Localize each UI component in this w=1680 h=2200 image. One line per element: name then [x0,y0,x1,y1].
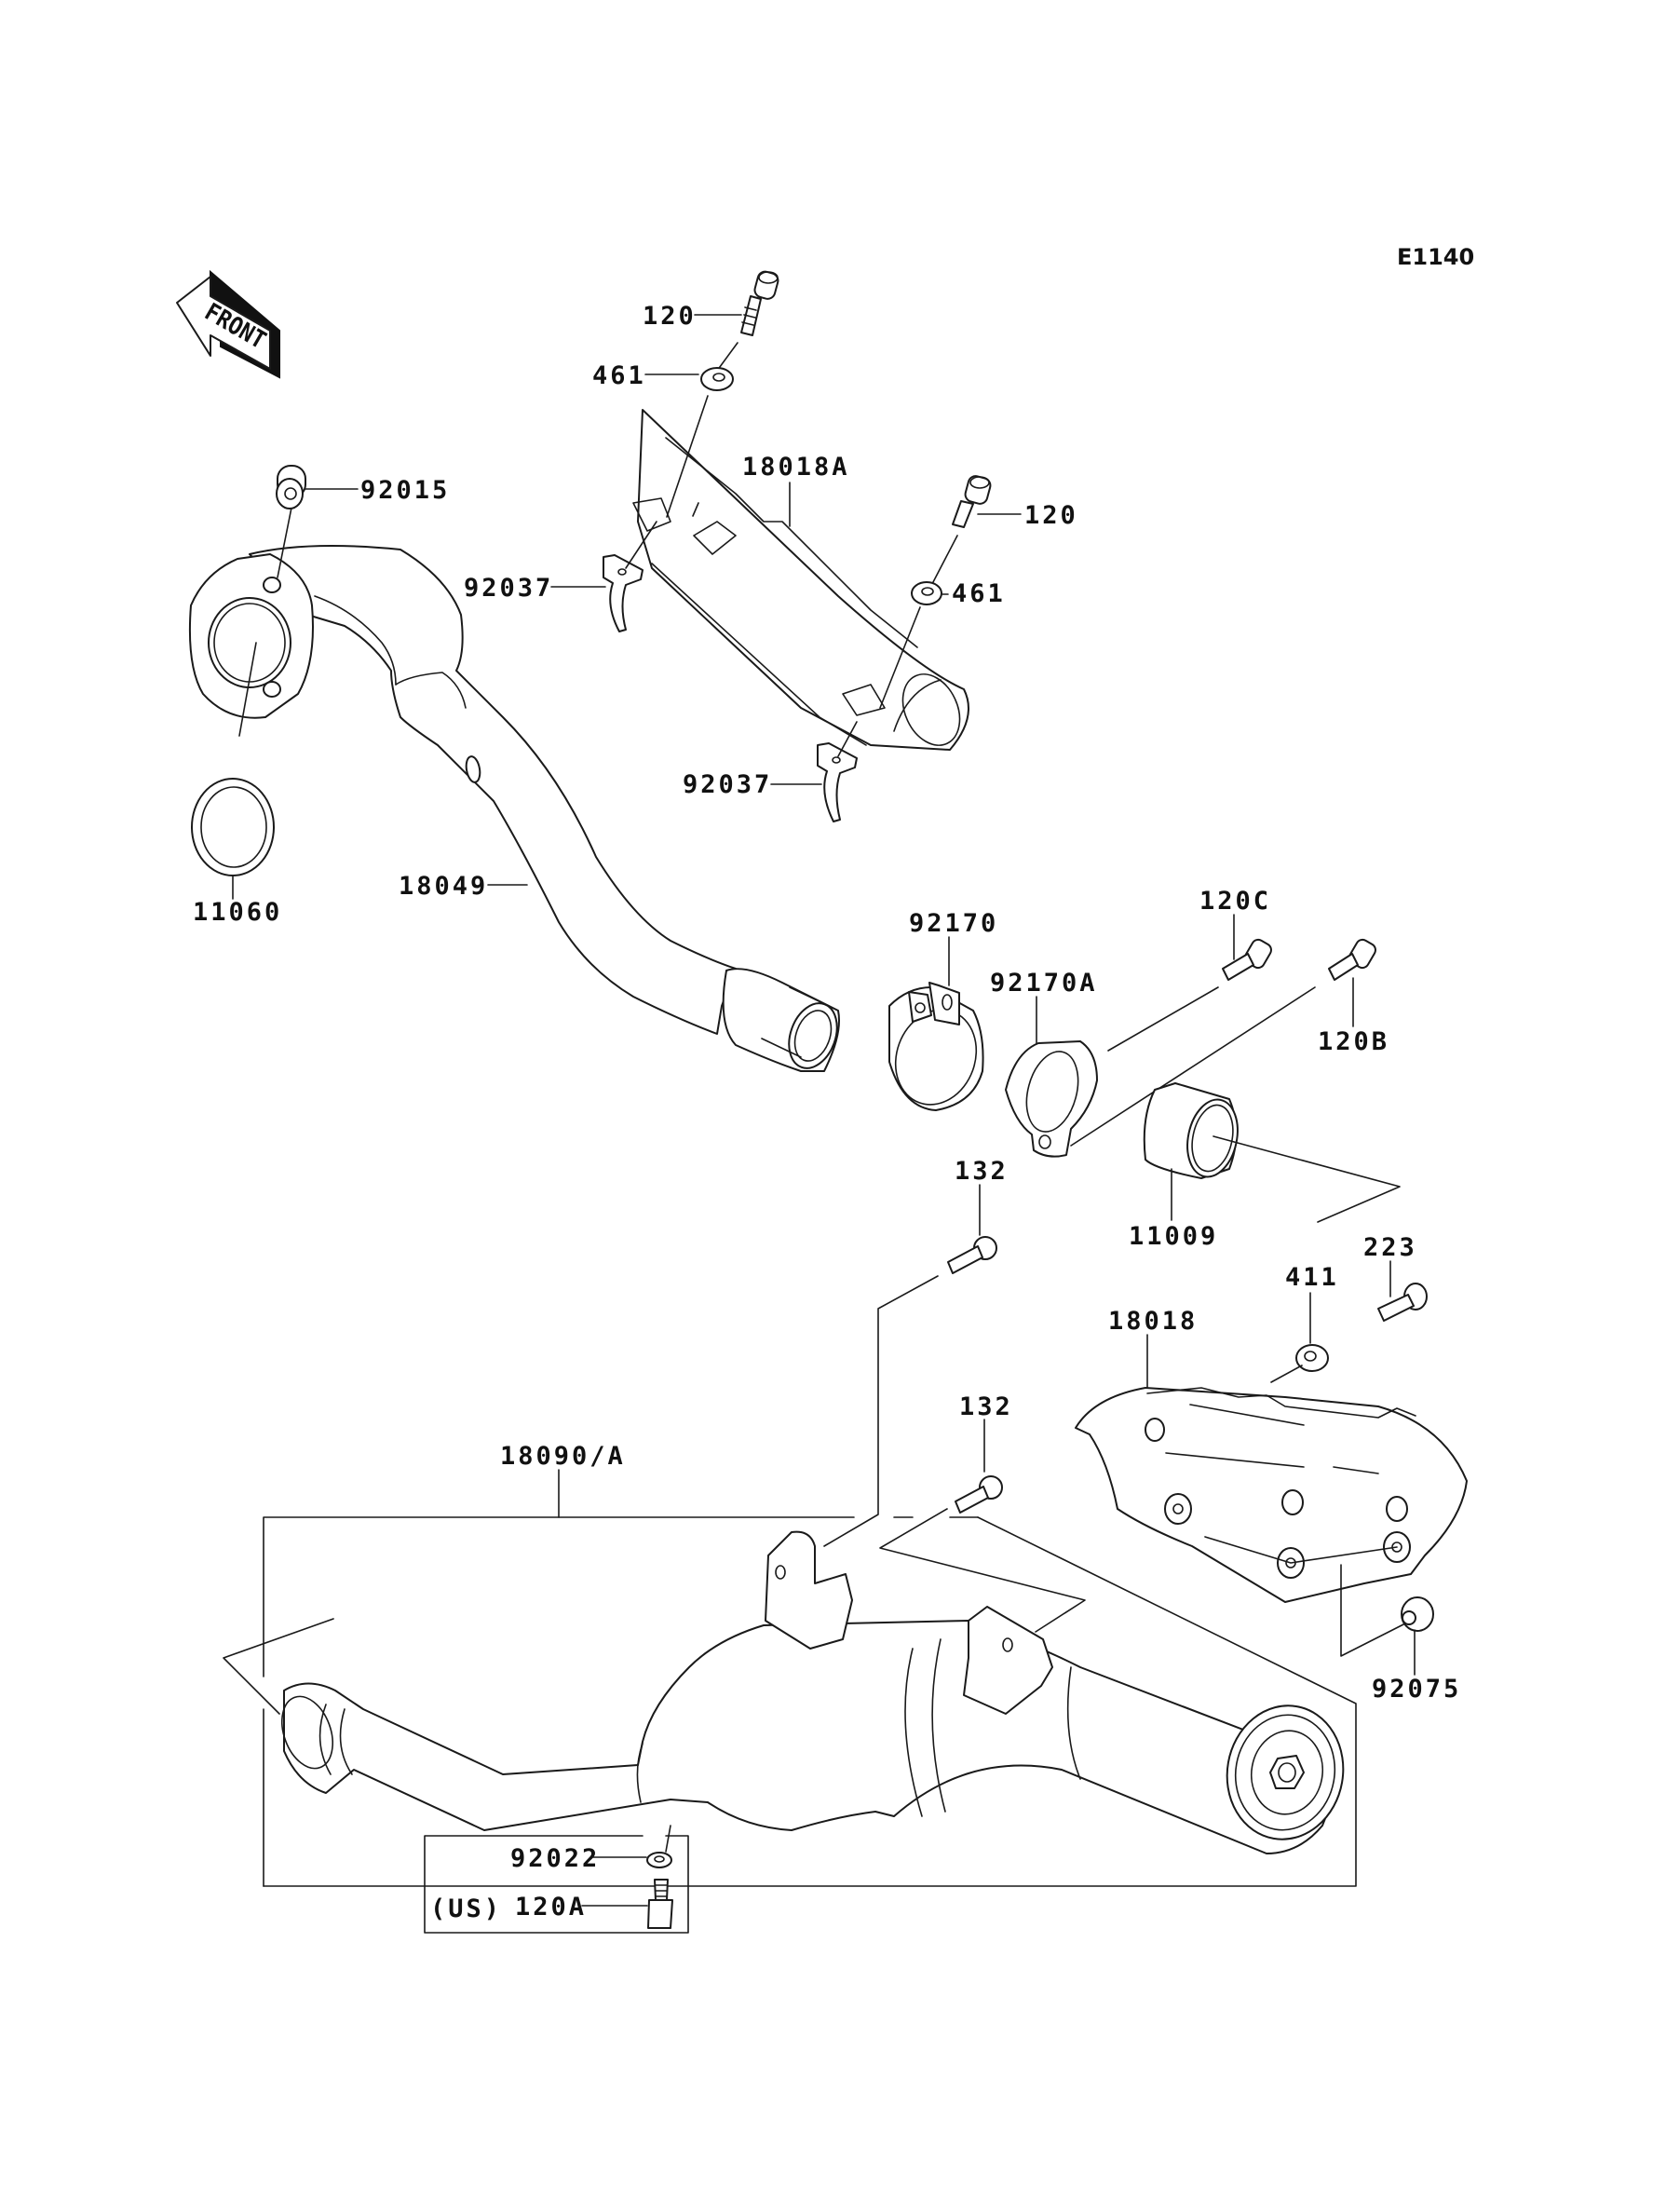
exhaust-pipe-18049 [188,545,840,1072]
label-92037-upper: 92037 [464,574,553,603]
label-461-top: 461 [592,361,646,390]
label-223: 223 [1363,1233,1417,1262]
label-132-lower: 132 [959,1392,1013,1421]
nut-92075 [1401,1596,1434,1632]
bolt-132-upper [947,1236,997,1274]
muffler-assembly-frame [223,1516,1357,1887]
bolt-120-right [952,475,992,528]
washer-461-right [911,581,942,605]
axis-120C [1107,986,1219,1052]
label-92022: 92022 [510,1844,600,1873]
bolt-120b [1328,938,1376,981]
heat-guard-upper [632,409,969,751]
label-411: 411 [1285,1263,1339,1292]
label-18018A: 18018A [742,453,850,482]
bolt-120c [1222,938,1272,981]
nut-92015 [276,465,306,509]
heat-guard-upper-leader-stub [692,502,699,517]
label-18049: 18049 [399,872,488,901]
label-92170A: 92170A [990,969,1098,998]
clip-92037-lower [817,742,858,822]
us-note-box [424,1835,689,1934]
label-461-right: 461 [952,579,1006,608]
label-11060: 11060 [193,898,282,927]
washer-461-top [700,367,734,391]
axis-120B [1070,986,1316,1147]
label-11009: 11009 [1129,1222,1218,1251]
plug-bolt-120a [647,1879,673,1929]
muffler-18090a [281,1530,1345,1854]
axis-92037-lower [837,721,858,757]
axis-92075 [1340,1564,1412,1657]
washer-411 [1295,1344,1329,1372]
axis-heat-guard-nuts [1204,1536,1398,1564]
clamp-92170a [1005,1040,1098,1158]
axis-11009 [1213,1135,1401,1223]
label-92075: 92075 [1372,1675,1461,1704]
diagram-reference-code: E1140 [1397,244,1474,270]
label-120B: 120B [1318,1027,1389,1056]
axis-411 [1270,1365,1303,1383]
label-18018: 18018 [1108,1307,1198,1336]
gasket-11009 [1143,1082,1239,1179]
front-arrow-icon: FRONT [176,269,280,379]
axis-92015 [277,507,292,578]
label-18090A: 18090/A [500,1442,626,1471]
bolt-132-lower [955,1475,1003,1514]
label-92170: 92170 [909,909,998,938]
axis-132-lower [879,1508,1086,1633]
label-120-right: 120 [1024,501,1078,530]
axis-461-right [879,606,921,709]
label-120A: 120A [515,1893,587,1922]
label-132-upper: 132 [955,1157,1009,1186]
label-92015: 92015 [360,476,450,505]
gasket-92022 [646,1852,672,1868]
label-120-top: 120 [643,302,697,331]
clip-92037-upper [603,554,644,632]
heat-guard-lower [1075,1387,1468,1603]
axis-461-top [666,395,709,518]
axis-120-right [932,535,958,583]
screw-223 [1377,1283,1428,1322]
axis-120-top [716,342,738,372]
axis-92037-upper [625,521,657,569]
clamp-92170 [888,982,984,1111]
gasket-11060 [191,778,275,876]
bolt-120-top [740,270,779,336]
label-120C: 120C [1199,887,1271,916]
label-92037-lower: 92037 [683,770,772,799]
label-us-note: (US) [430,1894,502,1923]
axis-92022 [665,1825,671,1853]
axis-132-upper [823,1275,939,1547]
axis-11060 [238,642,257,737]
